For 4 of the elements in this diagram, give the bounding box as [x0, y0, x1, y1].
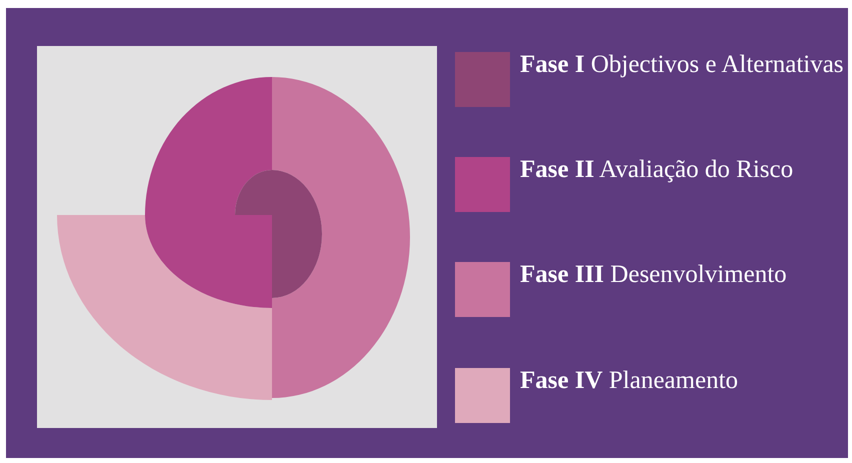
legend-label: Fase II Avaliação do Risco — [520, 155, 794, 185]
legend-label: Fase III Desenvolvimento — [520, 260, 787, 290]
legend-label: Fase I Objectivos e Alternativas — [520, 50, 844, 80]
legend-label: Fase IV Planeamento — [520, 366, 738, 396]
